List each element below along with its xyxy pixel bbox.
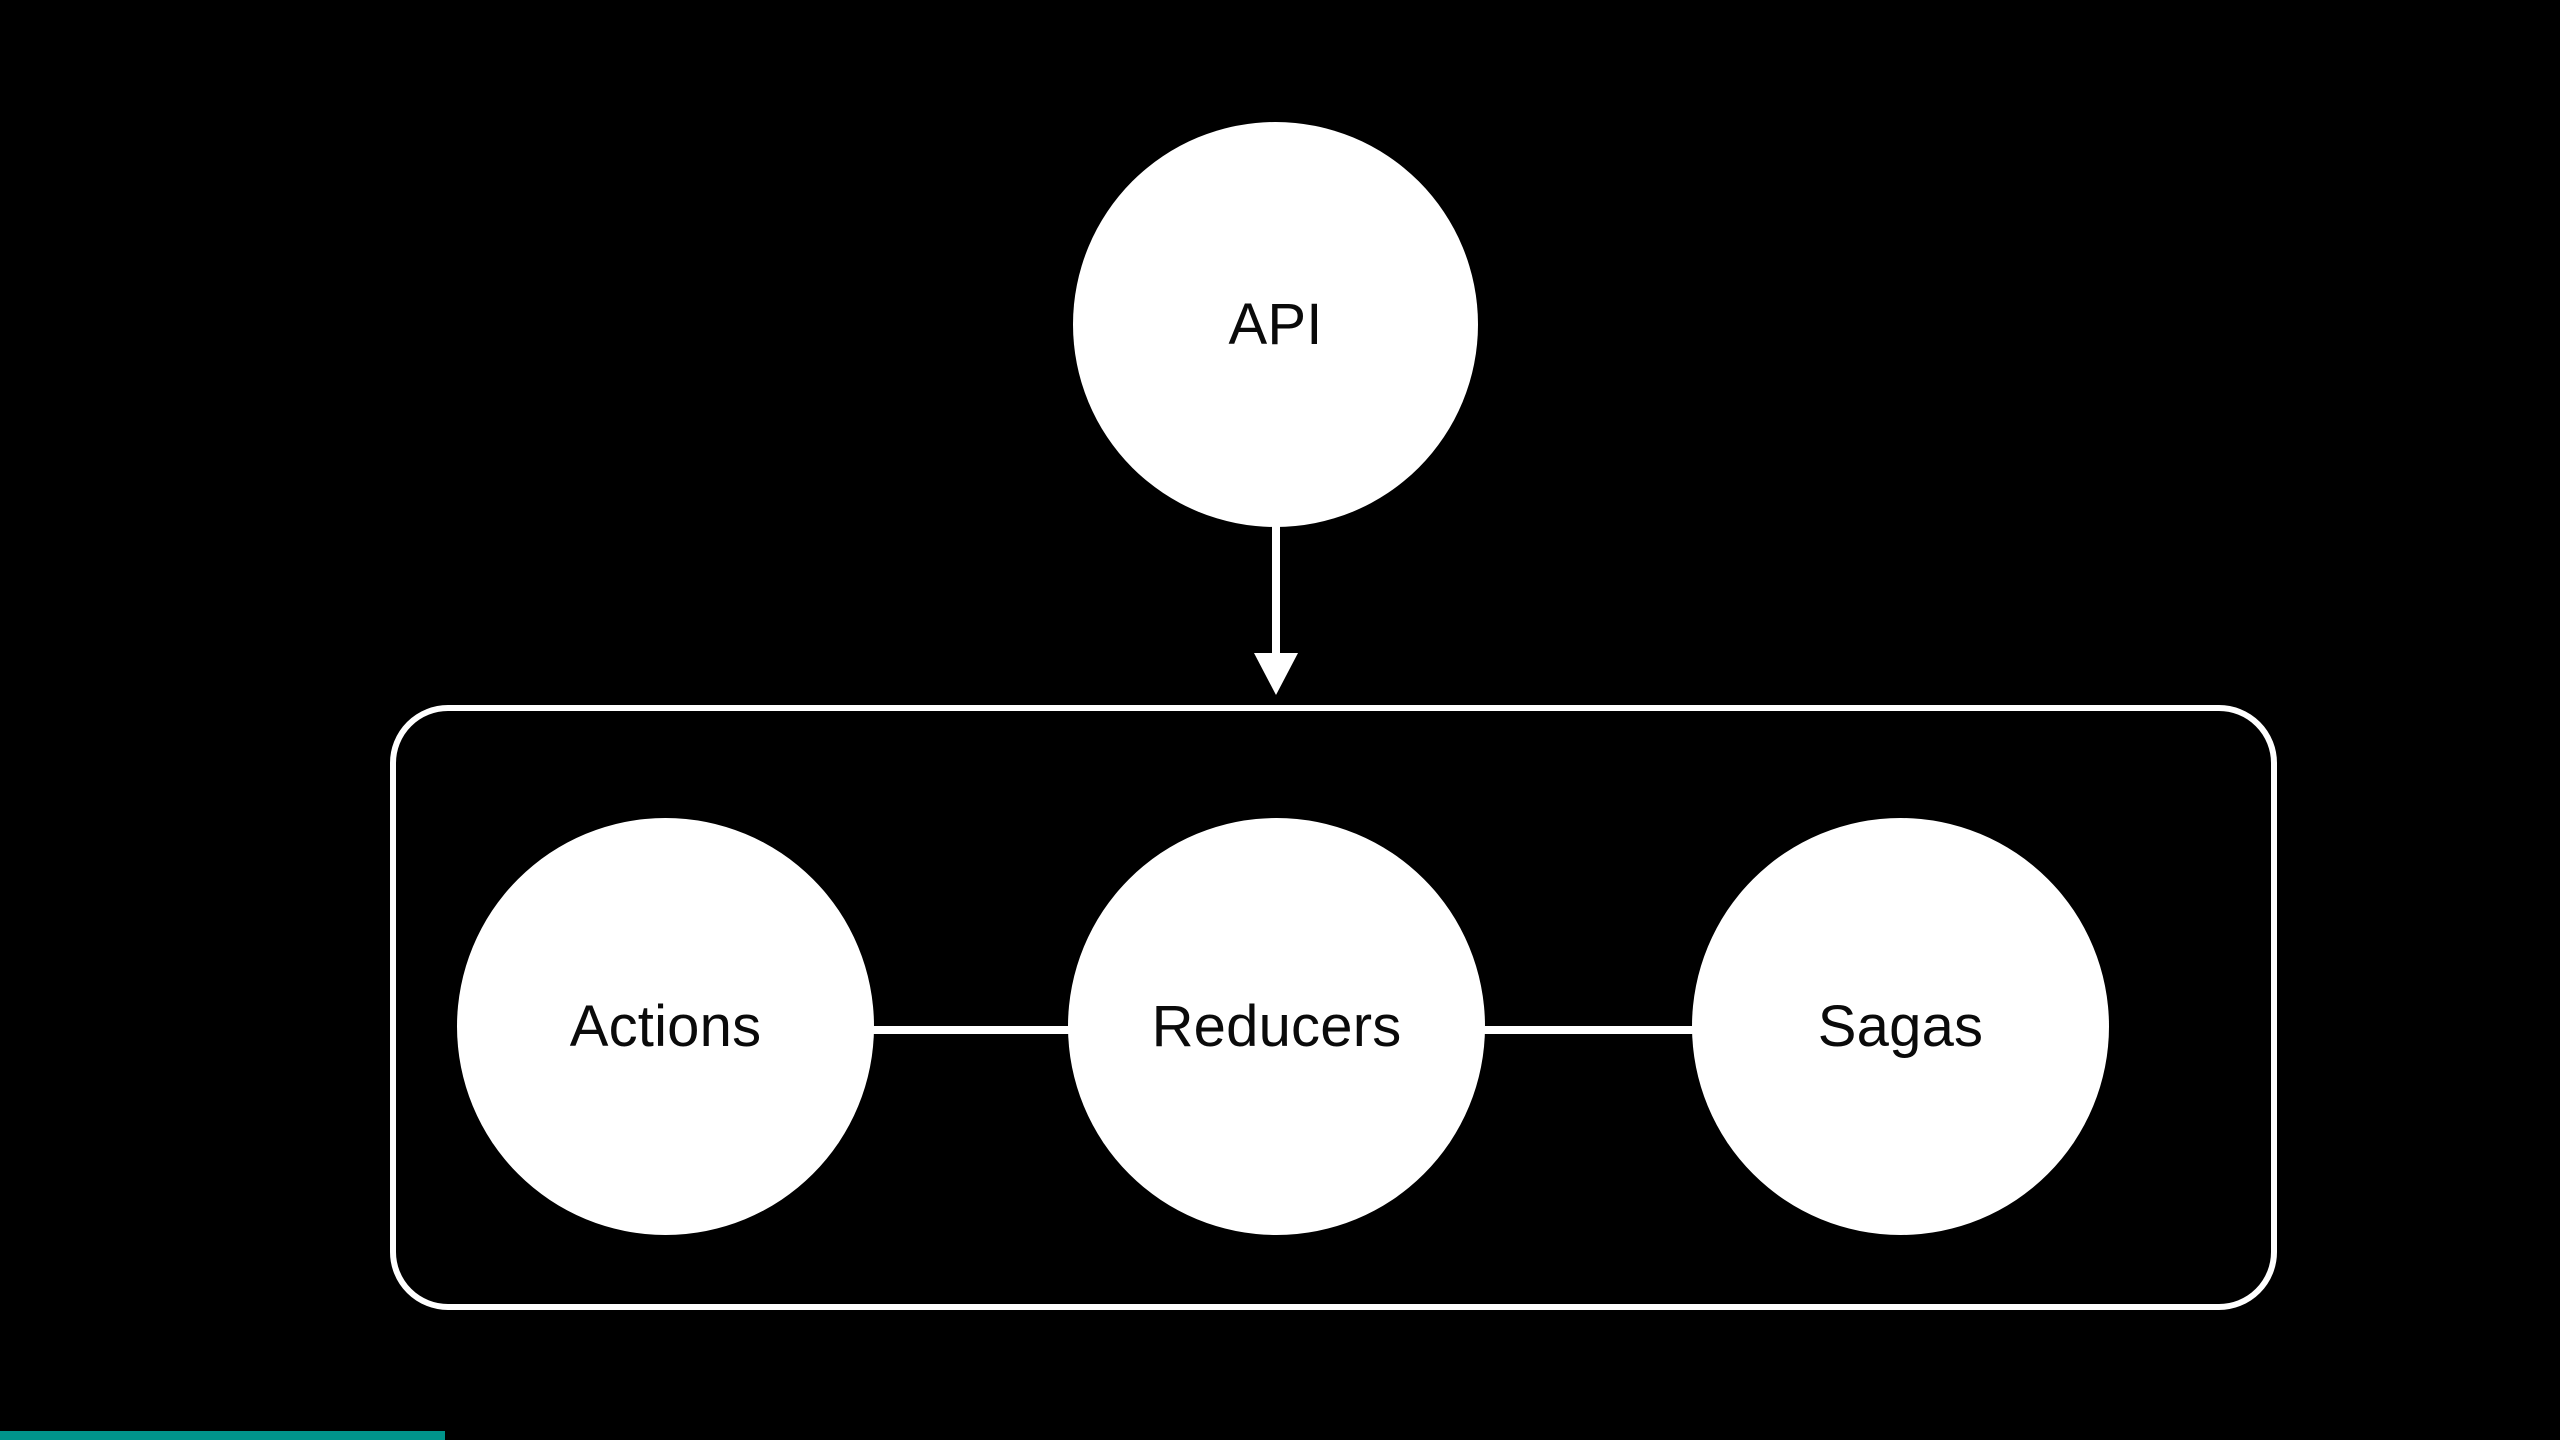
node-api[interactable]: API — [1073, 122, 1478, 527]
node-sagas-label: Sagas — [1817, 993, 1984, 1059]
accent-bar — [0, 1431, 445, 1440]
node-api-label: API — [1228, 291, 1323, 357]
node-reducers[interactable]: Reducers — [1068, 818, 1485, 1235]
node-actions-label: Actions — [569, 993, 762, 1059]
node-actions[interactable]: Actions — [457, 818, 874, 1235]
node-reducers-label: Reducers — [1151, 993, 1402, 1059]
edge-reducers-sagas — [1480, 1026, 1698, 1034]
node-sagas[interactable]: Sagas — [1692, 818, 2109, 1235]
group-container[interactable] — [390, 705, 2277, 1310]
arrow-api-to-group-icon — [1254, 505, 1298, 695]
arrow-head — [1254, 653, 1298, 695]
edge-actions-reducers — [860, 1026, 1080, 1034]
